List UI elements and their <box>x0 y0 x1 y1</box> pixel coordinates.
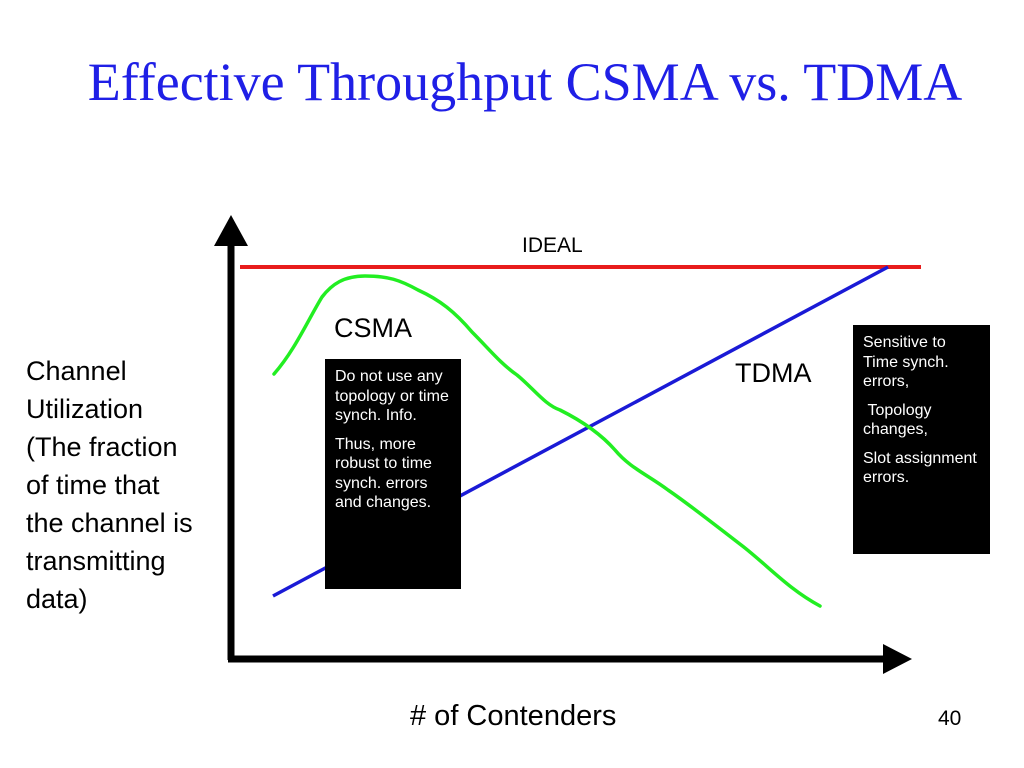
tdma-note-line: Sensitive to Time synch. errors, <box>863 334 954 390</box>
x-axis-arrowhead <box>883 644 912 674</box>
csma-note-box: Do not use any topology or time synch. I… <box>325 359 461 589</box>
page-number: 40 <box>938 707 962 730</box>
csma-note-line: Thus, more robust to time synch. errors … <box>335 435 437 512</box>
tdma-label: TDMA <box>735 358 812 388</box>
y-axis-label: Channel Utilization (The fraction of tim… <box>26 356 193 614</box>
csma-note-line: Do not use any topology or time synch. I… <box>335 368 454 424</box>
slide-title: Effective Throughput CSMA vs. TDMA <box>87 52 963 112</box>
tdma-note-line: Topology changes, <box>863 401 936 439</box>
x-axis-label: # of Contenders <box>410 700 617 732</box>
tdma-note-line: Slot assignment errors. <box>863 449 982 487</box>
csma-curve <box>272 274 822 608</box>
csma-label: CSMA <box>334 313 413 343</box>
y-axis-arrowhead <box>214 215 248 246</box>
ideal-label: IDEAL <box>522 234 583 257</box>
tdma-note-box: Sensitive to Time synch. errors, Topolog… <box>853 325 990 554</box>
